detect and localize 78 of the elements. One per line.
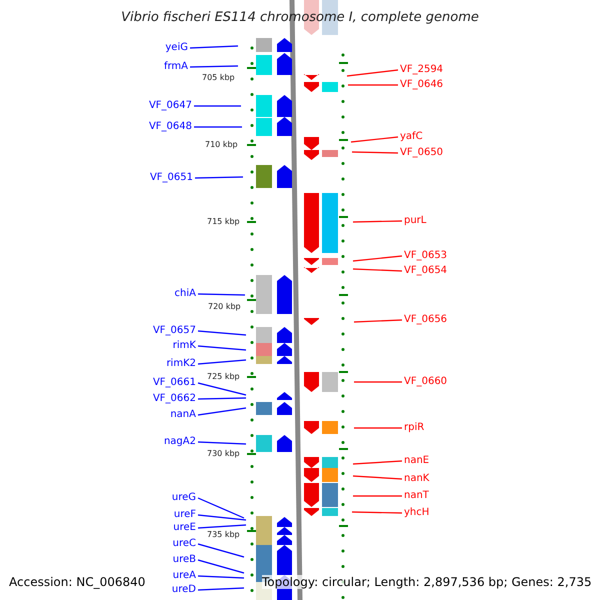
gene-label: VF_0657 [152,325,196,337]
leader-line [198,514,246,521]
gene-label: VF_0650 [400,147,444,159]
gene-label: ureC [172,538,196,550]
leader-line [350,136,398,143]
gene-label: VF_0651 [150,172,193,184]
leader-line [190,65,238,68]
leader-line [352,511,402,514]
leader-line [346,69,398,77]
gene-label: yafC [400,131,423,143]
gene-label: VF_0647 [148,100,192,112]
gene-label: ureD [172,584,196,596]
leader-line [194,176,244,179]
leader-line [352,268,402,272]
scale-label: 735 kbp [207,529,240,541]
scale-label: 725 kbp [207,371,240,383]
leader-line [352,151,398,154]
leader-line [352,460,402,465]
gene-label: VF_0656 [404,314,448,326]
leader-line [198,382,246,396]
chart-title: Vibrio fischeri ES114 chromosome I, complete genome [120,10,480,26]
gene-label: rimK2 [166,358,196,370]
leader-line [353,495,402,497]
leader-line [198,397,246,400]
genome-info-text: Topology: circular; Length: 2,897,536 bp; Genes: 2,735 [262,575,592,589]
gene-label: VF_2594 [400,64,444,76]
gene-label: nanT [404,490,429,502]
scale-label: 705 kbp [202,72,235,84]
leader-line [198,441,246,445]
accession-text: Accession: NC_006840 [9,575,146,589]
leader-line [354,319,402,323]
gene-label: rimK [172,340,196,352]
leader-line [198,330,246,336]
gene-label: nanA [170,409,196,421]
gene-label: chiA [174,288,196,300]
gene-label: VF_0660 [404,376,448,388]
gene-label: VF_0648 [148,121,192,133]
leader-line [194,105,241,107]
leader-line [354,427,402,429]
gene-label: frmA [164,61,188,73]
leader-line [198,524,246,529]
leader-line [198,345,246,351]
leader-line [198,359,246,365]
leader-line [352,475,402,480]
leader-line [352,255,402,262]
gene-label: purL [404,215,426,227]
leader-line [354,381,402,383]
gene-label: ureA [172,570,196,582]
leader-line [198,559,244,574]
leader-line [198,575,244,579]
leader-line [194,126,242,128]
leader-line [190,45,238,49]
gene-label: yhcH [404,507,430,519]
gene-label: nanE [404,455,430,467]
leader-line [348,84,398,86]
gene-label: VF_0662 [152,393,196,405]
gene-label: yeiG [165,42,188,54]
scale-label: 730 kbp [207,448,240,460]
gene-label: VF_0661 [152,377,196,389]
leader-line [198,497,244,519]
gene-label: nagA2 [164,436,196,448]
leader-line [198,407,246,416]
gene-label: ureB [172,554,196,566]
gene-label: rpiR [404,422,424,434]
gene-label: ureF [174,509,196,521]
leader-line [198,587,244,591]
gene-label: VF_0653 [404,250,448,262]
scale-label: 715 kbp [207,216,240,228]
gene-label: VF_0646 [400,79,444,91]
gene-label: ureG [172,492,196,504]
scale-label: 710 kbp [205,139,238,151]
leader-line [352,220,402,223]
gene-label: ureE [173,522,196,534]
scale-label: 720 kbp [208,301,241,313]
gene-label: VF_0654 [404,265,448,277]
gene-label: nanK [404,473,430,485]
leader-line [198,293,246,296]
leader-line [198,543,244,558]
